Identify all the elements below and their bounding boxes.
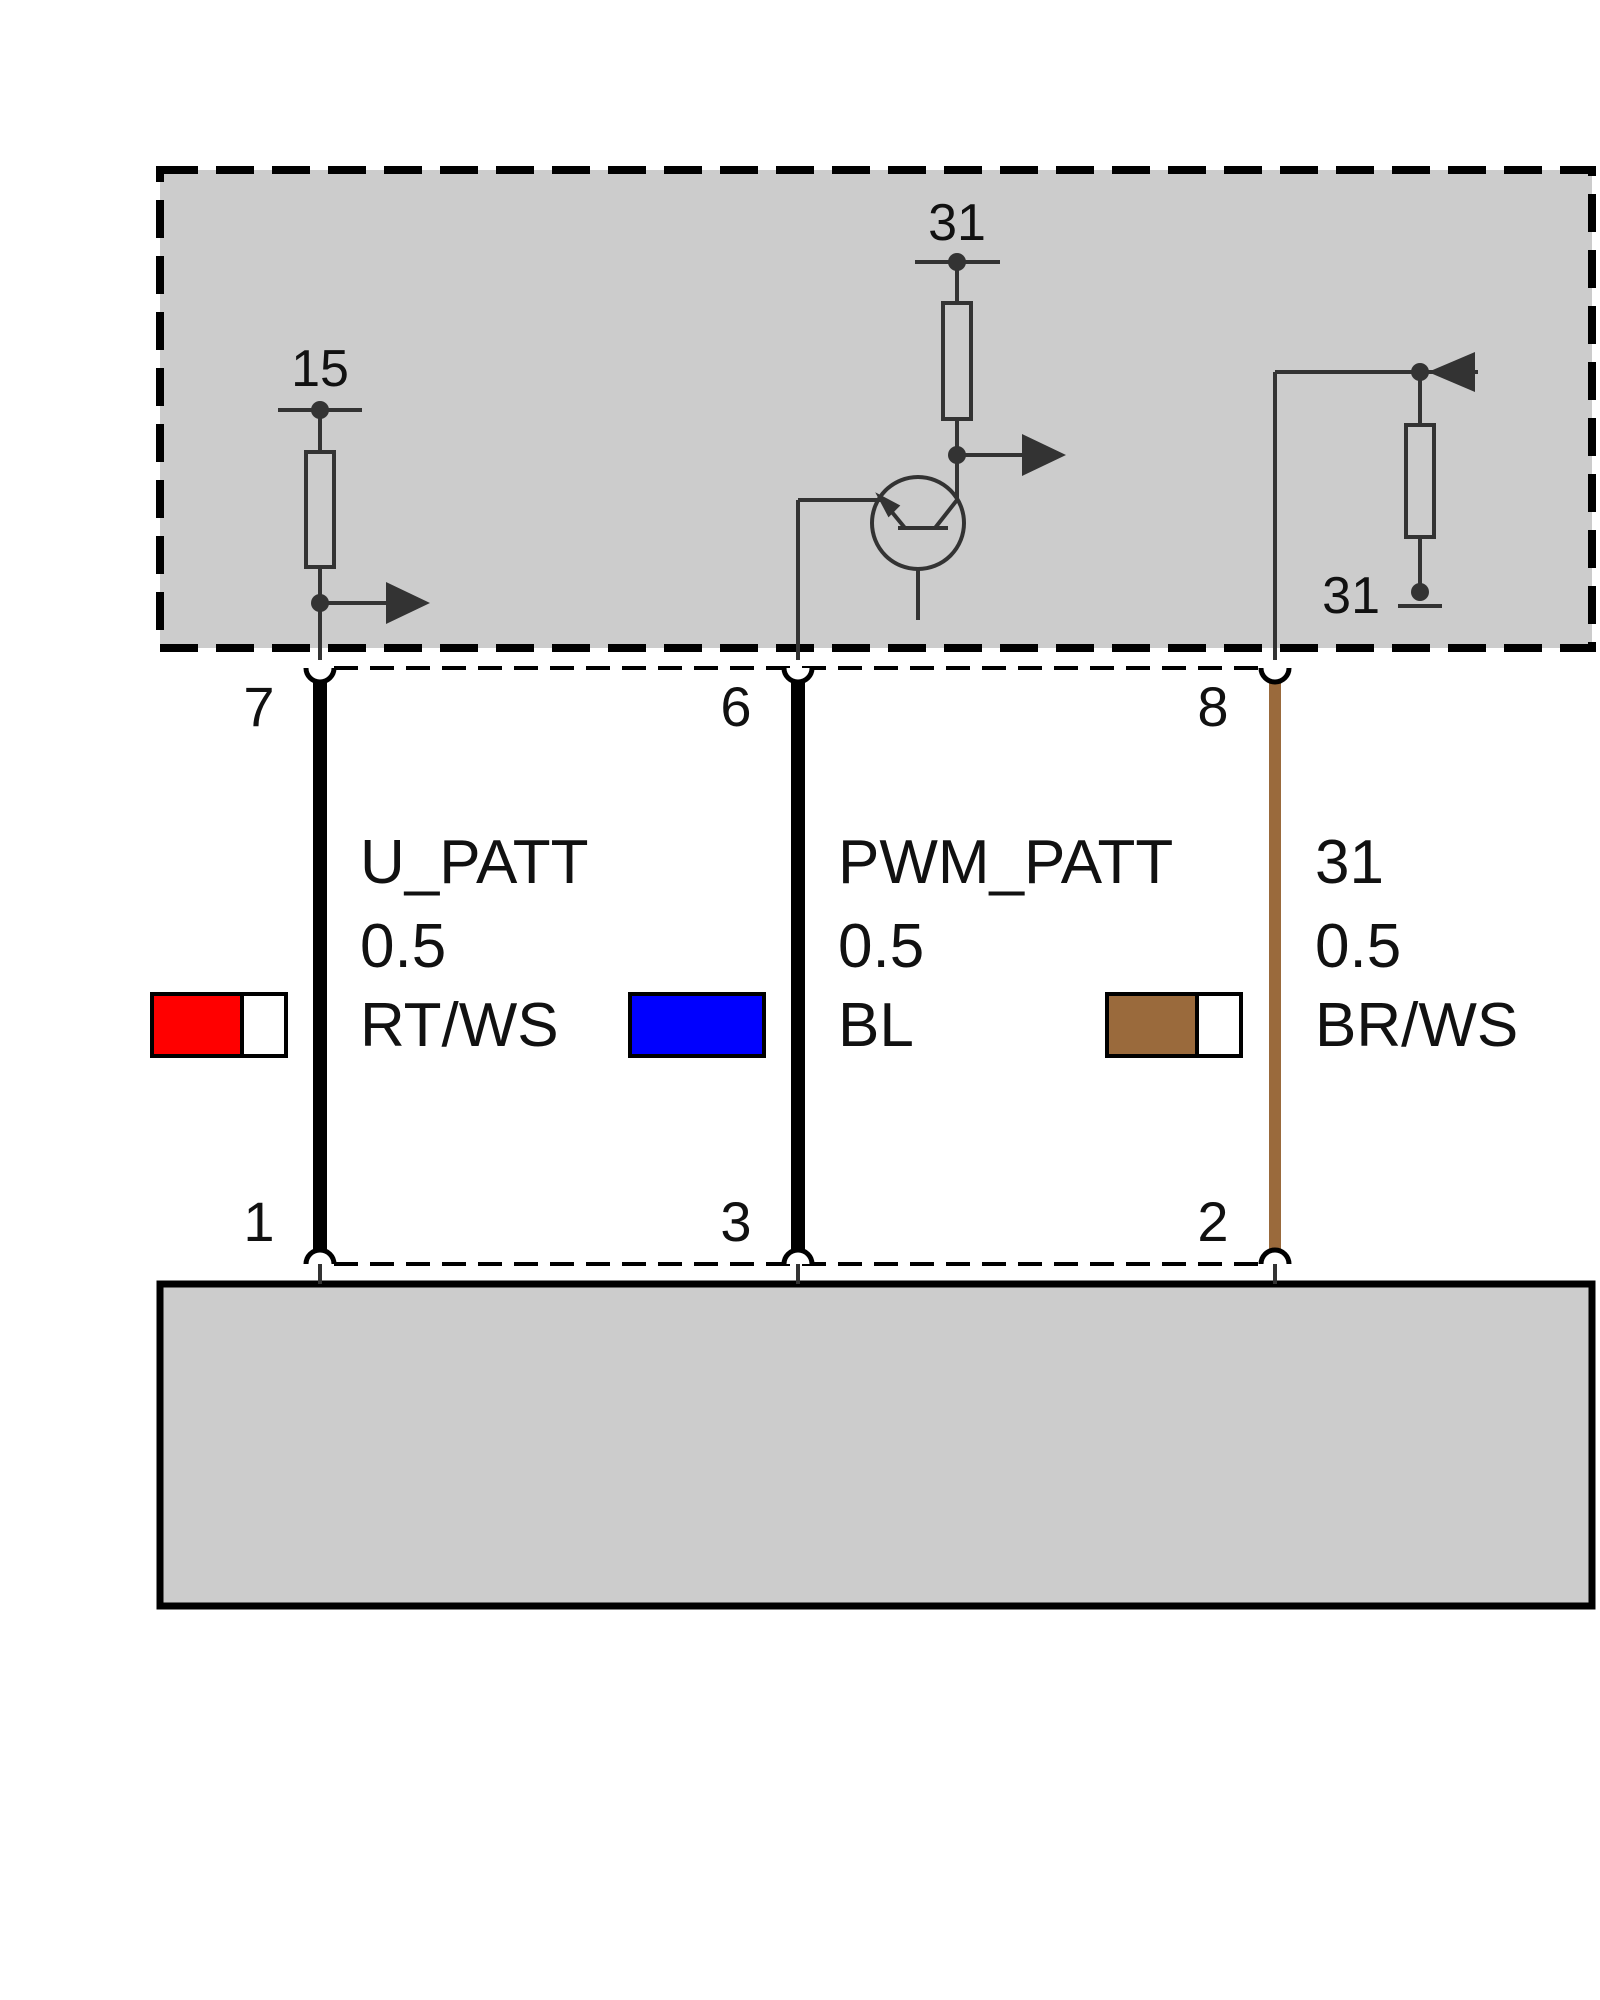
transistor-collector — [933, 498, 959, 530]
swatch-white — [1195, 992, 1243, 1058]
left-pullup-circuit — [278, 401, 430, 660]
connector-lines — [334, 666, 1258, 1266]
pin-connector-bottom — [303, 1247, 337, 1265]
transistor-circuit — [796, 253, 1066, 660]
junction-dot — [1411, 583, 1429, 601]
swatch-blue — [628, 992, 766, 1058]
arrow-left-icon — [1428, 352, 1475, 392]
supply-label-31-top: 31 — [928, 194, 986, 252]
pin-label-bottom: 1 — [243, 1190, 274, 1253]
color-swatch — [628, 992, 766, 1058]
wire-pwm-patt: 6 3 PWM_PATT 0.5 BL — [628, 667, 1173, 1284]
wire-signal-name: PWM_PATT — [838, 828, 1173, 897]
color-swatch — [1105, 992, 1243, 1058]
wire-cross-section: 0.5 — [360, 912, 446, 981]
emitter-arrow-icon — [875, 492, 901, 518]
upper-module — [156, 166, 1596, 652]
wire-31: 8 2 31 0.5 BR/WS — [1105, 667, 1518, 1284]
wire-cross-section: 0.5 — [838, 912, 924, 981]
pin-label-top: 8 — [1197, 675, 1228, 738]
pin-connector-top — [1258, 667, 1292, 685]
pin-connector-top — [303, 667, 337, 685]
swatch-brown — [1105, 992, 1199, 1058]
wire-signal-name: 31 — [1315, 828, 1384, 897]
pin-label-bottom: 3 — [720, 1190, 751, 1253]
wire-color-code: BR/WS — [1315, 991, 1518, 1060]
wire-cross-section: 0.5 — [1315, 912, 1401, 981]
supply-label-15: 15 — [291, 340, 349, 398]
lower-component-box — [156, 1280, 1596, 1610]
pin-connector-bottom — [781, 1247, 815, 1265]
pin-label-bottom: 2 — [1197, 1190, 1228, 1253]
wire-color-code: RT/WS — [360, 991, 559, 1060]
right-pulldown-circuit — [1273, 352, 1478, 660]
pin-connector-top — [781, 667, 815, 685]
wire-u-patt: 7 1 U_PATT 0.5 RT/WS — [150, 667, 589, 1284]
swatch-white — [240, 992, 288, 1058]
wire-color-code: BL — [838, 991, 914, 1060]
arrow-right-icon — [386, 582, 430, 624]
upper-module-box — [156, 166, 1596, 652]
swatch-red — [150, 992, 244, 1058]
supply-label-31-ground: 31 — [1322, 567, 1380, 625]
wire-signal-name: U_PATT — [360, 828, 589, 897]
pin-label-top: 6 — [720, 675, 751, 738]
pin-connector-bottom — [1258, 1247, 1292, 1265]
arrow-right-icon — [1022, 434, 1066, 476]
pin-label-top: 7 — [243, 675, 274, 738]
color-swatch — [150, 992, 288, 1058]
